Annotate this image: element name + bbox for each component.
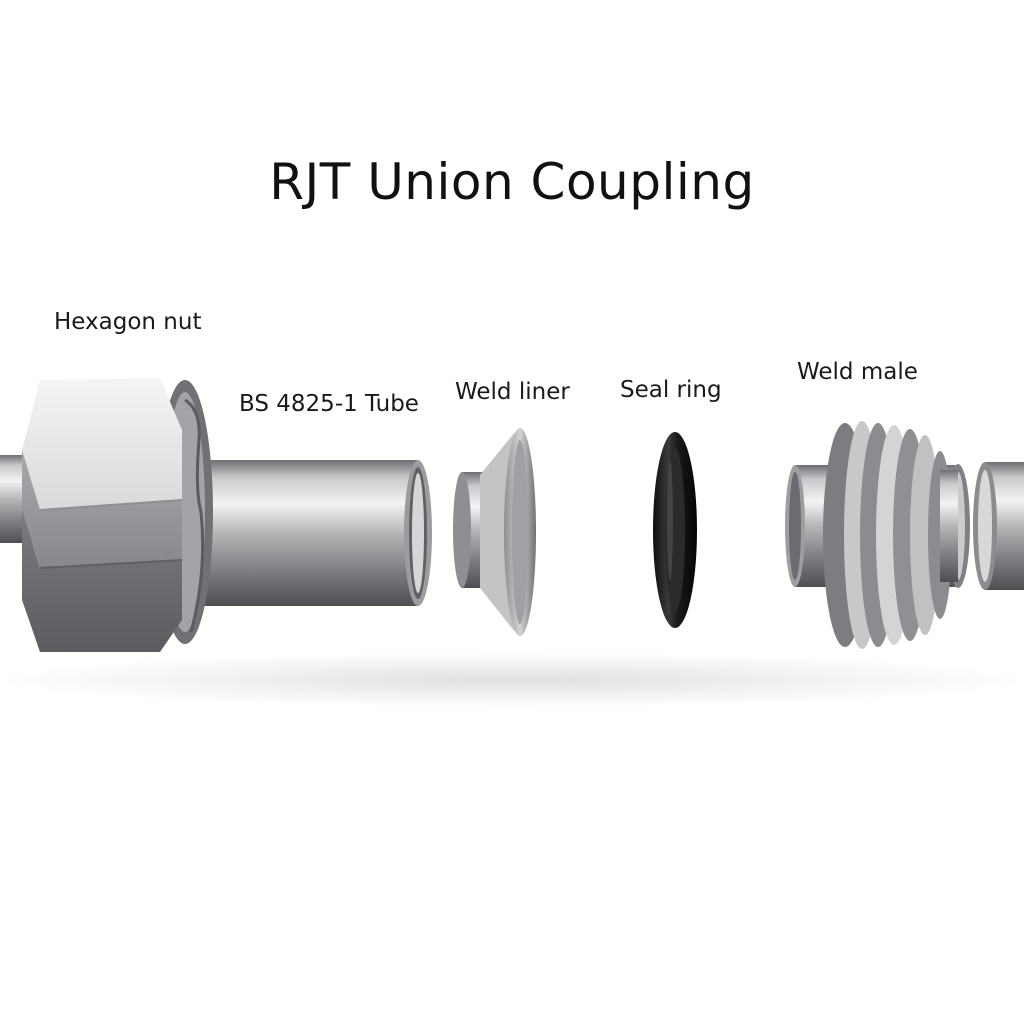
floor-shadow	[0, 652, 1024, 708]
label-weld-male: Weld male	[797, 359, 918, 385]
tube-stub-right	[973, 462, 1024, 590]
weld-liner-part	[453, 428, 536, 636]
hexagon-nut-part	[22, 378, 213, 652]
label-hexagon-nut: Hexagon nut	[54, 309, 202, 335]
seal-ring-part	[653, 432, 697, 628]
label-seal-ring: Seal ring	[620, 377, 722, 403]
diagram-title: RJT Union Coupling	[269, 153, 755, 211]
weld-male-part	[785, 421, 970, 649]
label-tube: BS 4825-1 Tube	[239, 391, 419, 417]
label-weld-liner: Weld liner	[455, 379, 570, 405]
